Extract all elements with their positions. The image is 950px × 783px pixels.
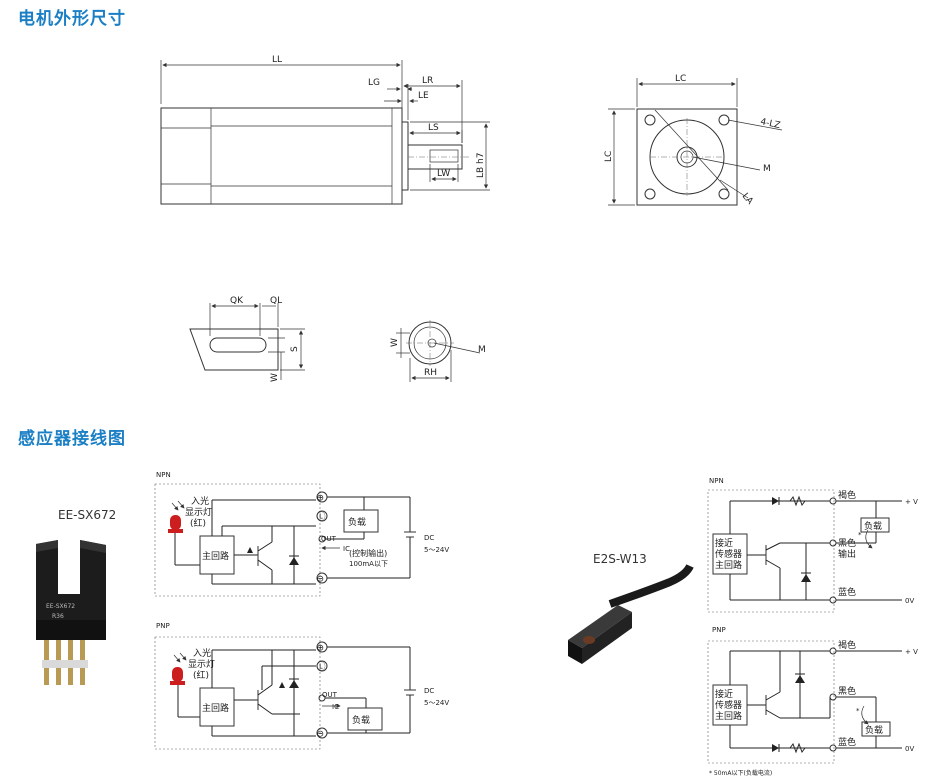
- npn2-output: 输出: [838, 548, 856, 560]
- pnp2-vplus: + V: [905, 648, 918, 656]
- npn-circuit-2: NPN 接近 传感器 主回路 褐色 黑色 输出 蓝色 负载: [707, 477, 918, 613]
- pnp-circuit-2: PNP 接近 传感器 主回路 褐色 黑色 蓝色 负载: [707, 626, 918, 764]
- pnp2-blue: 蓝色: [838, 736, 856, 748]
- npn1-minus-terminal: ⊖: [317, 575, 325, 585]
- shaft-end-view: M W RH: [390, 320, 486, 382]
- dim-LS: LS: [428, 123, 439, 133]
- npn1-load: 负载: [348, 516, 366, 528]
- sensor2-model-label: E2S-W13: [593, 552, 647, 566]
- sensor-body-text2: R36: [52, 613, 64, 620]
- npn2-brown: 褐色: [838, 489, 856, 501]
- sensor-e2s-w13-image: [568, 564, 694, 664]
- sensor-ee-sx672-image: EE-SX672 R36: [36, 540, 106, 685]
- pnp1-ic: IC: [332, 703, 339, 711]
- pnp2-type: PNP: [712, 626, 726, 634]
- pnp1-dc: DC: [424, 687, 434, 695]
- pnp1-load: 负载: [352, 714, 370, 726]
- pnp1-plus-terminal: ⊕: [317, 644, 325, 654]
- pnp1-main-circuit: 主回路: [202, 702, 229, 714]
- dim-LB: LB h7: [476, 153, 486, 178]
- npn1-dc: DC: [424, 534, 434, 542]
- npn2-vplus: + V: [905, 498, 918, 506]
- sensor-wiring-heading: 感应器接线图: [18, 429, 126, 449]
- sensor1-model-label: EE-SX672: [58, 508, 117, 522]
- dim-RH: RH: [424, 368, 437, 378]
- pnp2-star: *: [856, 707, 860, 715]
- npn1-indicator-red: (红): [190, 517, 206, 529]
- npn2-v0: 0V: [905, 597, 914, 605]
- pnp2-main3: 主回路: [715, 710, 742, 722]
- dim-S: S: [290, 346, 300, 352]
- npn2-main2: 传感器: [715, 548, 742, 560]
- footnote: * 50mA以下(负载电流): [709, 769, 772, 777]
- motor-dimensions-heading: 电机外形尺寸: [18, 9, 126, 29]
- npn1-indicator: 显示灯: [185, 507, 212, 518]
- pnp2-main1: 接近: [715, 688, 733, 700]
- pnp1-out: OUT: [322, 691, 338, 699]
- npn2-load: 负载: [864, 520, 882, 532]
- npn2-main1: 接近: [715, 537, 733, 549]
- pnp1-light-in: 入光: [193, 647, 211, 659]
- dim-LG: LG: [368, 78, 380, 88]
- dim-LE: LE: [418, 91, 429, 101]
- dim-QK: QK: [230, 296, 244, 306]
- dim-LC-top: LC: [675, 74, 686, 84]
- npn1-control-out: (控制输出): [349, 548, 387, 558]
- dim-LL: LL: [272, 55, 282, 65]
- dim-W-key: W: [270, 373, 280, 382]
- pnp1-indicator: 显示灯: [188, 659, 215, 670]
- npn1-ic: IC: [343, 545, 350, 553]
- dim-LZ: 4-LZ: [759, 117, 781, 131]
- sensor-body-text1: EE-SX672: [46, 603, 75, 610]
- npn1-type: NPN: [156, 471, 171, 479]
- npn1-current: 100mA以下: [349, 560, 388, 568]
- motor-front-view: LC LC 4-LZ M LA: [604, 74, 783, 207]
- dim-M-end: M: [478, 345, 486, 355]
- dim-QL: QL: [270, 296, 282, 306]
- pnp2-load: 负载: [865, 724, 883, 736]
- pnp2-main2: 传感器: [715, 699, 742, 711]
- pnp-circuit-1: PNP 入光 显示灯 (红) 主回路 ⊕ Ⓛ ⊖ OUT: [154, 622, 449, 750]
- npn1-l-terminal: Ⓛ: [317, 512, 326, 523]
- npn1-dc-range: 5～24V: [424, 546, 449, 554]
- pnp2-v0: 0V: [905, 745, 914, 753]
- dim-LC-left: LC: [604, 151, 614, 162]
- npn1-main-circuit: 主回路: [202, 550, 229, 562]
- pnp1-minus-terminal: ⊖: [317, 730, 325, 740]
- dim-M-front: M: [763, 164, 771, 174]
- pnp2-black: 黑色: [838, 685, 856, 697]
- npn2-blue: 蓝色: [838, 586, 856, 598]
- pnp1-type: PNP: [156, 622, 170, 630]
- dim-LR: LR: [422, 76, 433, 86]
- npn-circuit-1: NPN 入光 显示灯 (红) 主回路 ⊕ Ⓛ: [154, 471, 449, 597]
- pnp1-indicator-red: (红): [193, 669, 209, 681]
- pnp1-dc-range: 5～24V: [424, 699, 449, 707]
- pnp1-l-terminal: Ⓛ: [317, 662, 326, 673]
- npn2-type: NPN: [709, 477, 724, 485]
- npn1-light-in: 入光: [191, 495, 209, 507]
- dim-W-end: W: [390, 338, 400, 347]
- dim-LW: LW: [437, 169, 450, 179]
- motor-side-view: LL LR LG LE LS LW LB h7: [160, 55, 490, 205]
- shaft-key-detail: QK QL S W: [189, 296, 305, 382]
- npn1-plus-terminal: ⊕: [317, 494, 325, 504]
- pnp2-brown: 褐色: [838, 639, 856, 651]
- npn2-main3: 主回路: [715, 559, 742, 571]
- npn2-star: *: [858, 531, 862, 539]
